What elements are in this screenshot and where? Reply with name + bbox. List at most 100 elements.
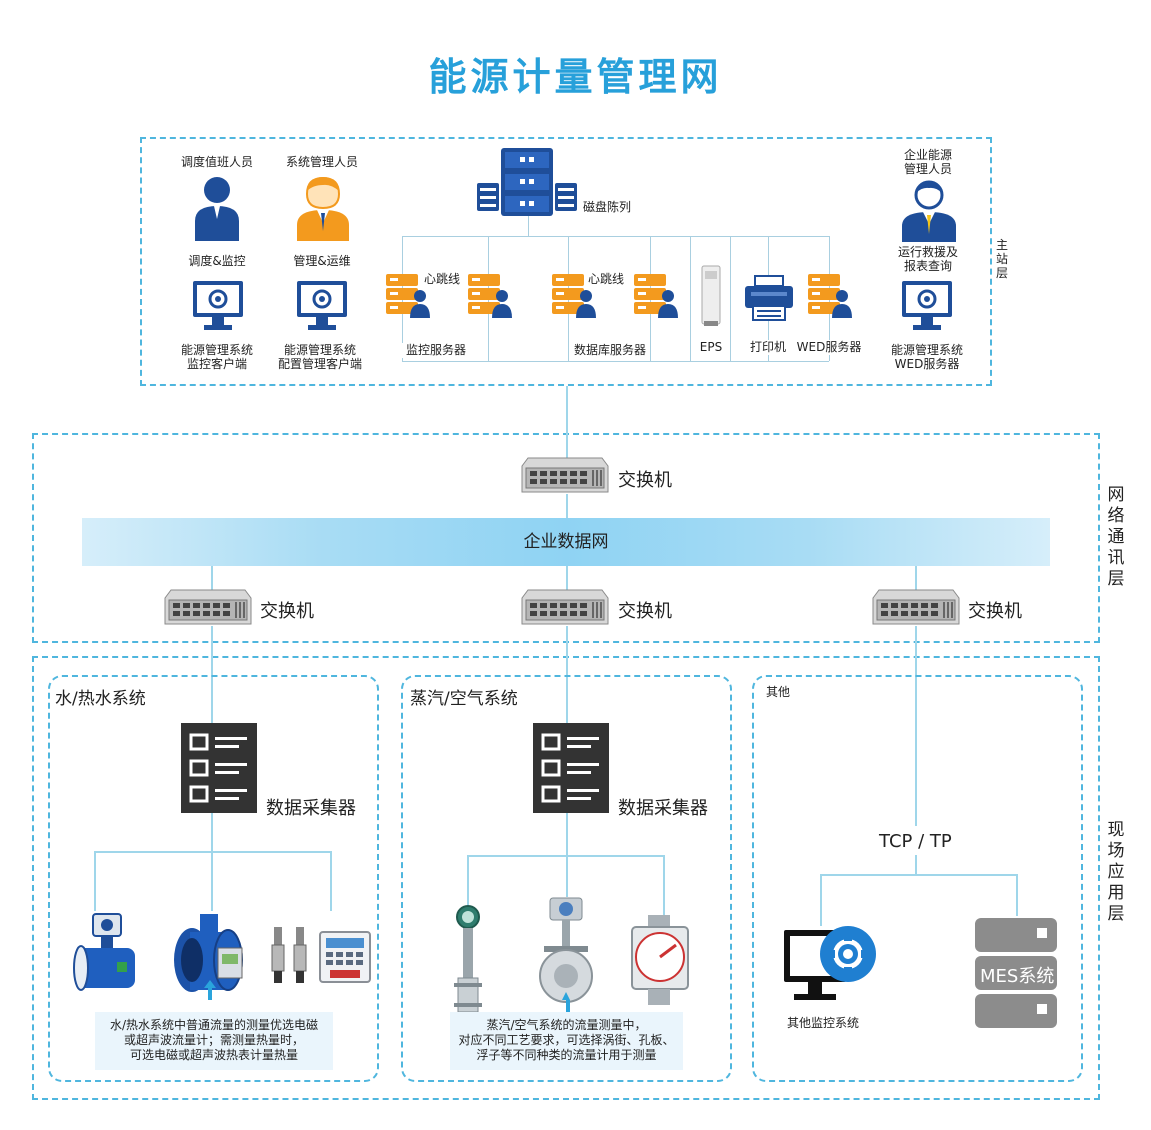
connect-line xyxy=(467,855,664,857)
water-note-line: 或超声波流量计；需测量热量时， xyxy=(123,1033,304,1047)
connect-line xyxy=(211,813,213,851)
monitor-servers-label: 监控服务器 xyxy=(400,343,472,358)
connect-line xyxy=(211,851,213,911)
field-layer-label: 现场应用层 xyxy=(1107,820,1125,924)
enterprise-staff-label-1: 企业能源 xyxy=(903,148,952,162)
steam-note-line: 蒸汽/空气系统的流量测量中， xyxy=(486,1018,647,1032)
switch-icon xyxy=(521,457,609,493)
data-collector-icon xyxy=(181,723,257,813)
report-role-label-2: 报表查询 xyxy=(903,259,952,273)
wed-client-icon xyxy=(902,281,952,330)
wed-server-label: WED服务器 xyxy=(795,340,863,355)
report-role-label-1: 运行救援及 xyxy=(897,245,958,259)
dispatch-role-label: 调度&监控 xyxy=(188,254,246,268)
connect-line xyxy=(211,566,213,592)
water-system-title: 水/热水系统 xyxy=(55,689,146,709)
tree-line xyxy=(730,236,731,361)
steam-system-panel xyxy=(401,675,732,1082)
steam-note: 蒸汽/空气系统的流量测量中， 对应不同工艺要求，可选择涡街、孔板、 浮子等不同种… xyxy=(450,1012,683,1070)
connect-line xyxy=(94,851,332,853)
connect-line xyxy=(566,566,568,592)
mes-label: MES系统 xyxy=(980,966,1055,987)
connect-line xyxy=(330,851,332,911)
config-client-icon xyxy=(297,281,347,330)
connect-line xyxy=(566,626,568,723)
main-station-label: 主站层 xyxy=(995,238,1008,280)
rotameter-icon xyxy=(631,915,689,1005)
tree-line xyxy=(528,216,529,236)
connect-line xyxy=(915,626,917,826)
sysadmin-role-label: 管理&运维 xyxy=(293,254,351,268)
connect-line xyxy=(820,874,822,926)
enterprise-data-network: 企业数据网 xyxy=(82,518,1050,566)
tree-line xyxy=(690,236,691,361)
steam-collector-label: 数据采集器 xyxy=(618,798,708,819)
switch-left-label: 交换机 xyxy=(260,601,314,622)
config-client-label-1: 能源管理系统 xyxy=(283,343,356,357)
other-monitor-system-icon xyxy=(784,926,876,1000)
disk-array-icon xyxy=(477,148,577,216)
water-note-line: 水/热水系统中普通流量的测量优选电磁 xyxy=(109,1018,319,1032)
monitor-server-icon xyxy=(468,274,512,318)
connect-line xyxy=(820,874,1018,876)
electromagnetic-flowmeter-icon xyxy=(73,913,135,991)
heartbeat-label-2: 心跳线 xyxy=(587,272,624,286)
water-note-line: 可选电磁或超声波热表计量热量 xyxy=(129,1048,298,1062)
sysadmin-staff-label: 系统管理人员 xyxy=(285,155,358,169)
heartbeat-label-1: 心跳线 xyxy=(423,272,460,286)
connect-line xyxy=(467,855,469,905)
other-monitor-label: 其他监控系统 xyxy=(786,1016,859,1030)
wed-client-label-2: WED服务器 xyxy=(894,357,960,371)
tree-line xyxy=(402,361,829,362)
monitor-client-label-1: 能源管理系统 xyxy=(180,343,253,357)
connect-line xyxy=(94,851,96,911)
water-collector-label: 数据采集器 xyxy=(266,798,356,819)
connect-line xyxy=(211,626,213,723)
printer-icon xyxy=(745,275,793,321)
disk-array-label: 磁盘陈列 xyxy=(582,200,631,214)
heat-meter-icon xyxy=(319,931,371,983)
ultrasonic-sensor-icon xyxy=(271,927,307,983)
orifice-flowmeter-icon xyxy=(539,897,593,1012)
database-server-icon xyxy=(552,274,596,318)
water-note: 水/热水系统中普通流量的测量优选电磁 或超声波流量计；需测量热量时， 可选电磁或… xyxy=(95,1012,333,1070)
bus-label: 企业数据网 xyxy=(523,532,609,552)
switch-icon xyxy=(521,589,609,625)
switch-mid-label: 交换机 xyxy=(618,601,672,622)
network-layer-label: 网络通讯层 xyxy=(1107,485,1125,589)
switch-right-label: 交换机 xyxy=(968,601,1022,622)
monitor-client-label-2: 监控客户端 xyxy=(186,357,247,371)
water-system-panel xyxy=(48,675,379,1082)
wed-client-label-1: 能源管理系统 xyxy=(890,343,963,357)
connect-line xyxy=(566,813,568,855)
switch-icon xyxy=(872,589,960,625)
switch-icon xyxy=(164,589,252,625)
protocol-label: TCP / TP xyxy=(879,831,952,852)
config-client-label-2: 配置管理客户端 xyxy=(277,357,362,371)
connect-line xyxy=(566,386,568,458)
electromagnetic-flowmeter-large-icon xyxy=(174,914,243,1000)
page-title: 能源计量管理网 xyxy=(428,55,723,99)
steam-system-title: 蒸汽/空气系统 xyxy=(410,689,518,709)
printer-label: 打印机 xyxy=(745,340,791,355)
steam-note-line: 对应不同工艺要求，可选择涡街、孔板、 xyxy=(458,1033,675,1047)
enterprise-person-icon xyxy=(902,180,956,242)
db-servers-label: 数据库服务器 xyxy=(570,343,650,358)
eps-icon xyxy=(701,265,721,326)
tree-line xyxy=(402,236,829,237)
eps-label: EPS xyxy=(692,340,730,355)
monitor-server-icon xyxy=(386,274,430,318)
switch-top-label: 交换机 xyxy=(618,470,672,491)
connect-line xyxy=(663,855,665,915)
enterprise-staff-label-2: 管理人员 xyxy=(903,162,952,176)
connect-line xyxy=(566,494,568,518)
dispatch-person-icon xyxy=(195,177,239,241)
dispatch-staff-label: 调度值班人员 xyxy=(180,155,253,169)
monitor-client-icon xyxy=(193,281,243,330)
connect-line xyxy=(566,855,568,897)
vortex-flowmeter-icon xyxy=(454,905,482,1013)
connect-line xyxy=(1016,874,1018,916)
sysadmin-person-icon xyxy=(297,176,349,241)
data-collector-icon xyxy=(533,723,609,813)
mes-server-icon xyxy=(975,918,1057,1028)
